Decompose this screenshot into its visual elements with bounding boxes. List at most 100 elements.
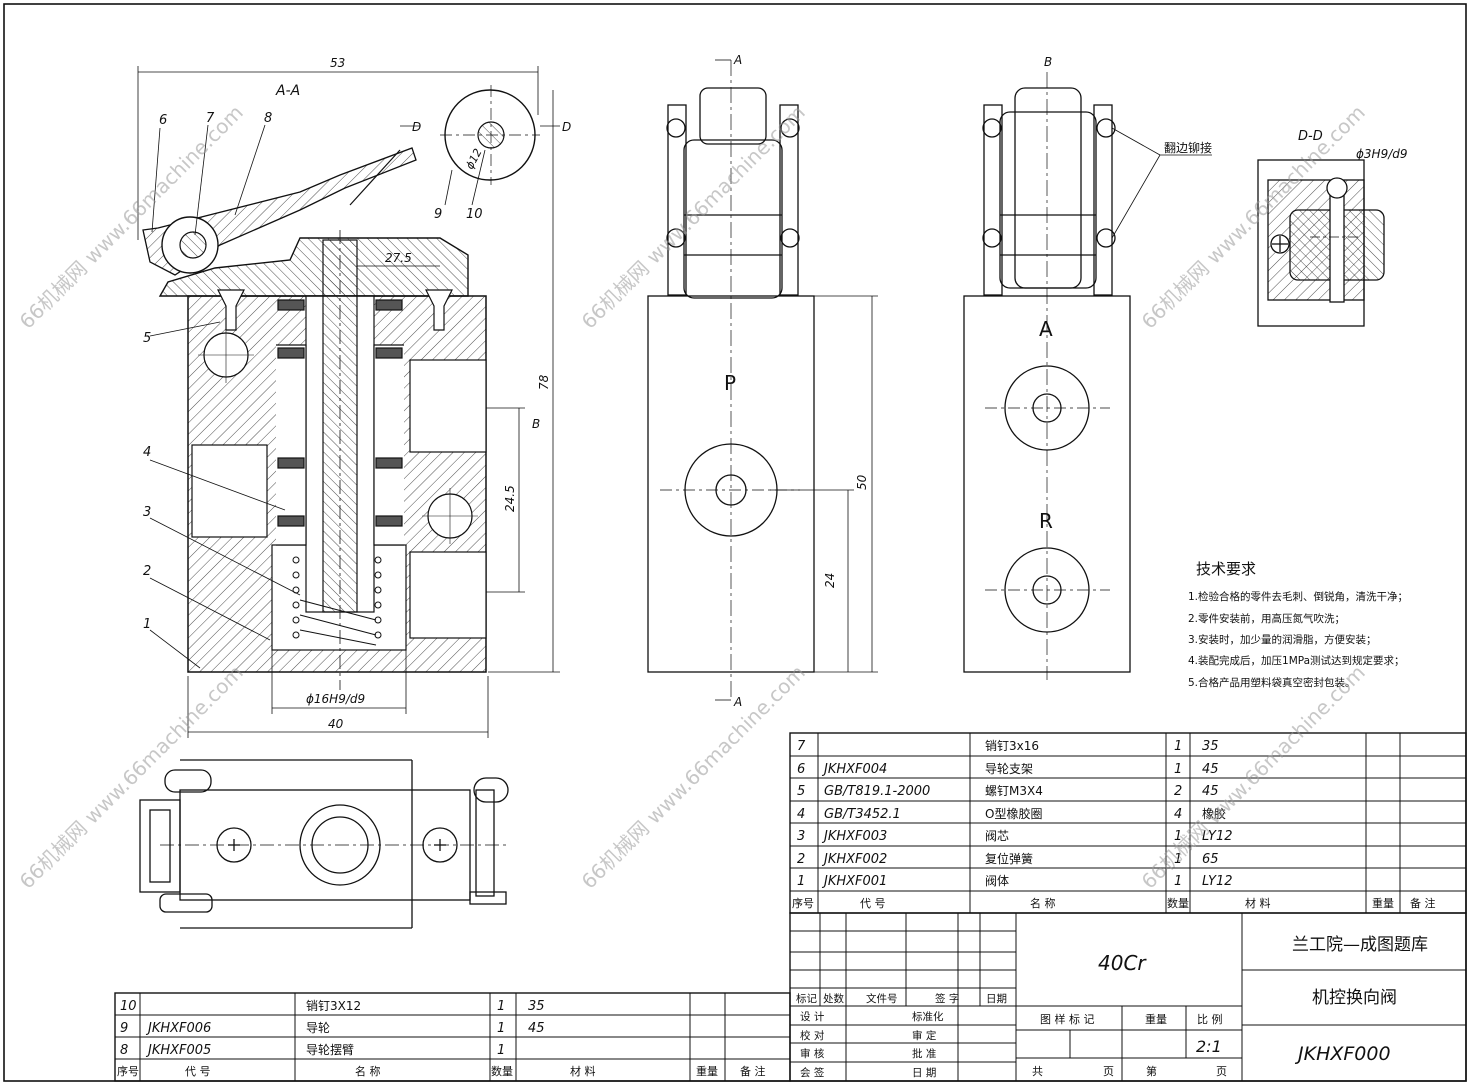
label-section-dd: D-D <box>1298 129 1323 144</box>
bom-l-name: 导轮 <box>306 1021 330 1035</box>
bom-r-name: 阀体 <box>985 874 1009 888</box>
bom-r-code: JKHXF002 <box>821 852 887 867</box>
label-b-side: B <box>532 417 540 431</box>
bom-r-qty: 1 <box>1174 829 1182 844</box>
tb-sample-mark: 图 样 标 记 <box>1040 1012 1095 1026</box>
tb-ratio: 比 例 <box>1197 1012 1223 1026</box>
tb-mark: 标记 <box>796 993 817 1005</box>
bom-r-mat: 橡胶 <box>1202 806 1226 821</box>
bom-r-mat: LY12 <box>1202 829 1232 844</box>
bom-r-header-remark: 备 注 <box>1410 896 1436 910</box>
label-a-bottom: A <box>733 695 742 709</box>
tb-weight: 重量 <box>1145 1012 1167 1026</box>
bom-l-mat: 45 <box>528 1021 545 1036</box>
tb-date: 日期 <box>986 993 1007 1005</box>
label-b-top: B <box>1044 55 1052 69</box>
tech-req-item-4: 4.装配完成后，加压1MPa测试达到规定要求； <box>1188 654 1405 667</box>
tb-check: 校 对 <box>800 1029 825 1042</box>
balloon-2: 2 <box>143 564 151 579</box>
bom-r-no: 7 <box>797 739 806 754</box>
port-label-a: A <box>1039 317 1053 341</box>
label-d-right: D <box>562 120 571 134</box>
dim-phi16: ϕ16H9/d9 <box>306 692 365 706</box>
balloon-6: 6 <box>159 113 167 128</box>
watermark: 66机械网 www.66machine.com <box>1137 660 1370 893</box>
bom-l-no: 9 <box>120 1021 128 1036</box>
bom-r-mat: 45 <box>1202 784 1219 799</box>
bom-r-qty: 1 <box>1174 739 1182 754</box>
bom-l-qty: 1 <box>497 1043 505 1058</box>
bom-r-header-no: 序号 <box>792 896 814 910</box>
bom-l-qty: 1 <box>497 999 505 1014</box>
balloon-9: 9 <box>434 207 442 222</box>
bom-l-header-name: 名 称 <box>355 1064 381 1078</box>
bom-r-name: O型橡胶圈 <box>985 806 1042 821</box>
balloon-1: 1 <box>143 617 151 632</box>
bom-r-no: 4 <box>797 807 805 822</box>
tech-req-item-3: 3.安装时，加少量的润滑脂，方便安装； <box>1188 633 1377 646</box>
bom-l-code: JKHXF006 <box>145 1021 211 1036</box>
bom-l-no: 10 <box>120 999 137 1014</box>
bom-r-mat: 35 <box>1202 739 1219 754</box>
tb-review: 审 核 <box>800 1047 825 1060</box>
bom-r-mat: 65 <box>1202 852 1219 867</box>
tech-req-item-5: 5.合格产品用塑料袋真空密封包装。 <box>1188 676 1356 689</box>
bom-r-header-name: 名 称 <box>1030 896 1056 910</box>
balloon-7: 7 <box>206 111 215 126</box>
side-view-ar <box>963 72 1212 680</box>
dim-24: 24 <box>823 573 837 588</box>
bom-r-header-mat: 材 料 <box>1245 896 1271 910</box>
dims-front-view <box>715 59 878 701</box>
tb-file: 文件号 <box>866 992 898 1005</box>
tb-date2: 日 期 <box>912 1067 936 1079</box>
bom-right-grid <box>789 732 1467 914</box>
dim-50: 50 <box>855 474 869 490</box>
watermark: 66机械网 www.66machine.com <box>577 660 810 893</box>
tb-sheet-no: 第 <box>1146 1064 1157 1078</box>
bom-r-name: 阀芯 <box>985 829 1009 843</box>
balloon-3: 3 <box>143 505 151 520</box>
top-view <box>139 759 510 929</box>
bom-r-qty: 1 <box>1174 852 1182 867</box>
bom-r-code: JKHXF003 <box>821 829 887 844</box>
bom-l-header-code: 代 号 <box>185 1065 211 1078</box>
tb-countersign: 会 签 <box>800 1066 825 1079</box>
bom-l-name: 销钉3X12 <box>306 999 361 1013</box>
bom-l-no: 8 <box>120 1043 128 1058</box>
bom-l-header-no: 序号 <box>117 1064 139 1078</box>
dim-40: 40 <box>328 717 344 731</box>
bom-r-qty: 4 <box>1174 807 1182 822</box>
bom-r-qty: 2 <box>1174 784 1182 799</box>
bom-r-header-code: 代 号 <box>860 897 886 910</box>
tech-req-item-2: 2.零件安装前，用高压氮气吹洗； <box>1188 612 1345 625</box>
tb-drawing-name: 机控换向阀 <box>1312 988 1397 1008</box>
bom-r-no: 2 <box>797 852 805 867</box>
bom-r-no: 1 <box>797 874 805 889</box>
bom-r-header-qty: 数量 <box>1167 897 1189 910</box>
bom-l-name: 导轮摆臂 <box>306 1043 354 1057</box>
dim-78: 78 <box>537 374 551 390</box>
bom-l-header-remark: 备 注 <box>740 1064 766 1078</box>
dim-53: 53 <box>330 56 345 70</box>
bom-r-qty: 1 <box>1174 874 1182 889</box>
bom-r-no: 5 <box>797 784 805 799</box>
bom-l-code: JKHXF005 <box>145 1043 211 1058</box>
tb-count: 处数 <box>823 992 844 1005</box>
tb-audit: 审 定 <box>912 1029 937 1042</box>
tb-total: 共 <box>1032 1065 1043 1078</box>
balloon-leaders <box>149 124 486 669</box>
bom-r-no: 3 <box>797 829 805 844</box>
balloon-4: 4 <box>143 445 151 460</box>
bom-l-qty: 1 <box>497 1021 505 1036</box>
port-label-r: R <box>1039 509 1053 533</box>
detail-view-dd <box>1257 159 1385 327</box>
title-block-text: 标记 处数 文件号 签 字 日期 设 计 校 对 审 核 会 签 标准化 审 定… <box>796 935 1428 1079</box>
tb-approve: 批 准 <box>912 1047 936 1060</box>
tb-pages: 页 <box>1103 1065 1114 1078</box>
bom-r-name: 销钉3x16 <box>985 739 1039 753</box>
bom-left-text: 10 销钉3X12 1 35 9 JKHXF006 导轮 1 45 8 JKHX… <box>117 999 766 1078</box>
tb-page2: 页 <box>1216 1065 1227 1078</box>
dim-phi3: ϕ3H9/d9 <box>1356 147 1408 161</box>
balloon-5: 5 <box>143 331 151 346</box>
